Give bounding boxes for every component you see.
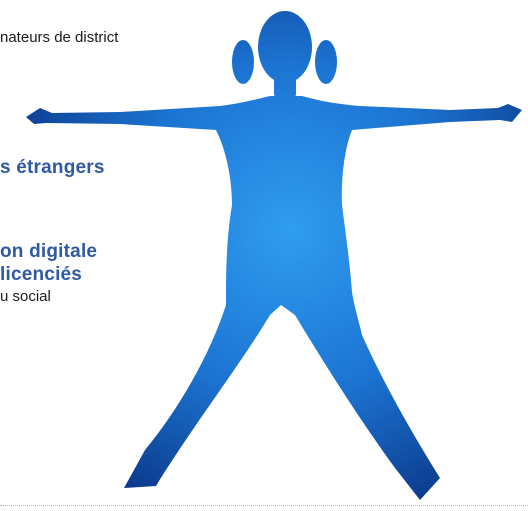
body-text-line: nateurs de district <box>0 29 119 46</box>
figure-pigtail-left <box>232 40 254 84</box>
body-text-line: u social <box>0 288 51 305</box>
heading-line: licenciés <box>0 264 83 285</box>
heading-line: s étrangers <box>0 157 105 178</box>
heading-line: on digitale <box>0 241 98 262</box>
figure-neck <box>274 76 296 98</box>
figure-head <box>258 11 312 83</box>
figure-pigtail-right <box>315 40 337 84</box>
figure-body <box>26 96 522 500</box>
dotted-divider <box>0 505 528 506</box>
